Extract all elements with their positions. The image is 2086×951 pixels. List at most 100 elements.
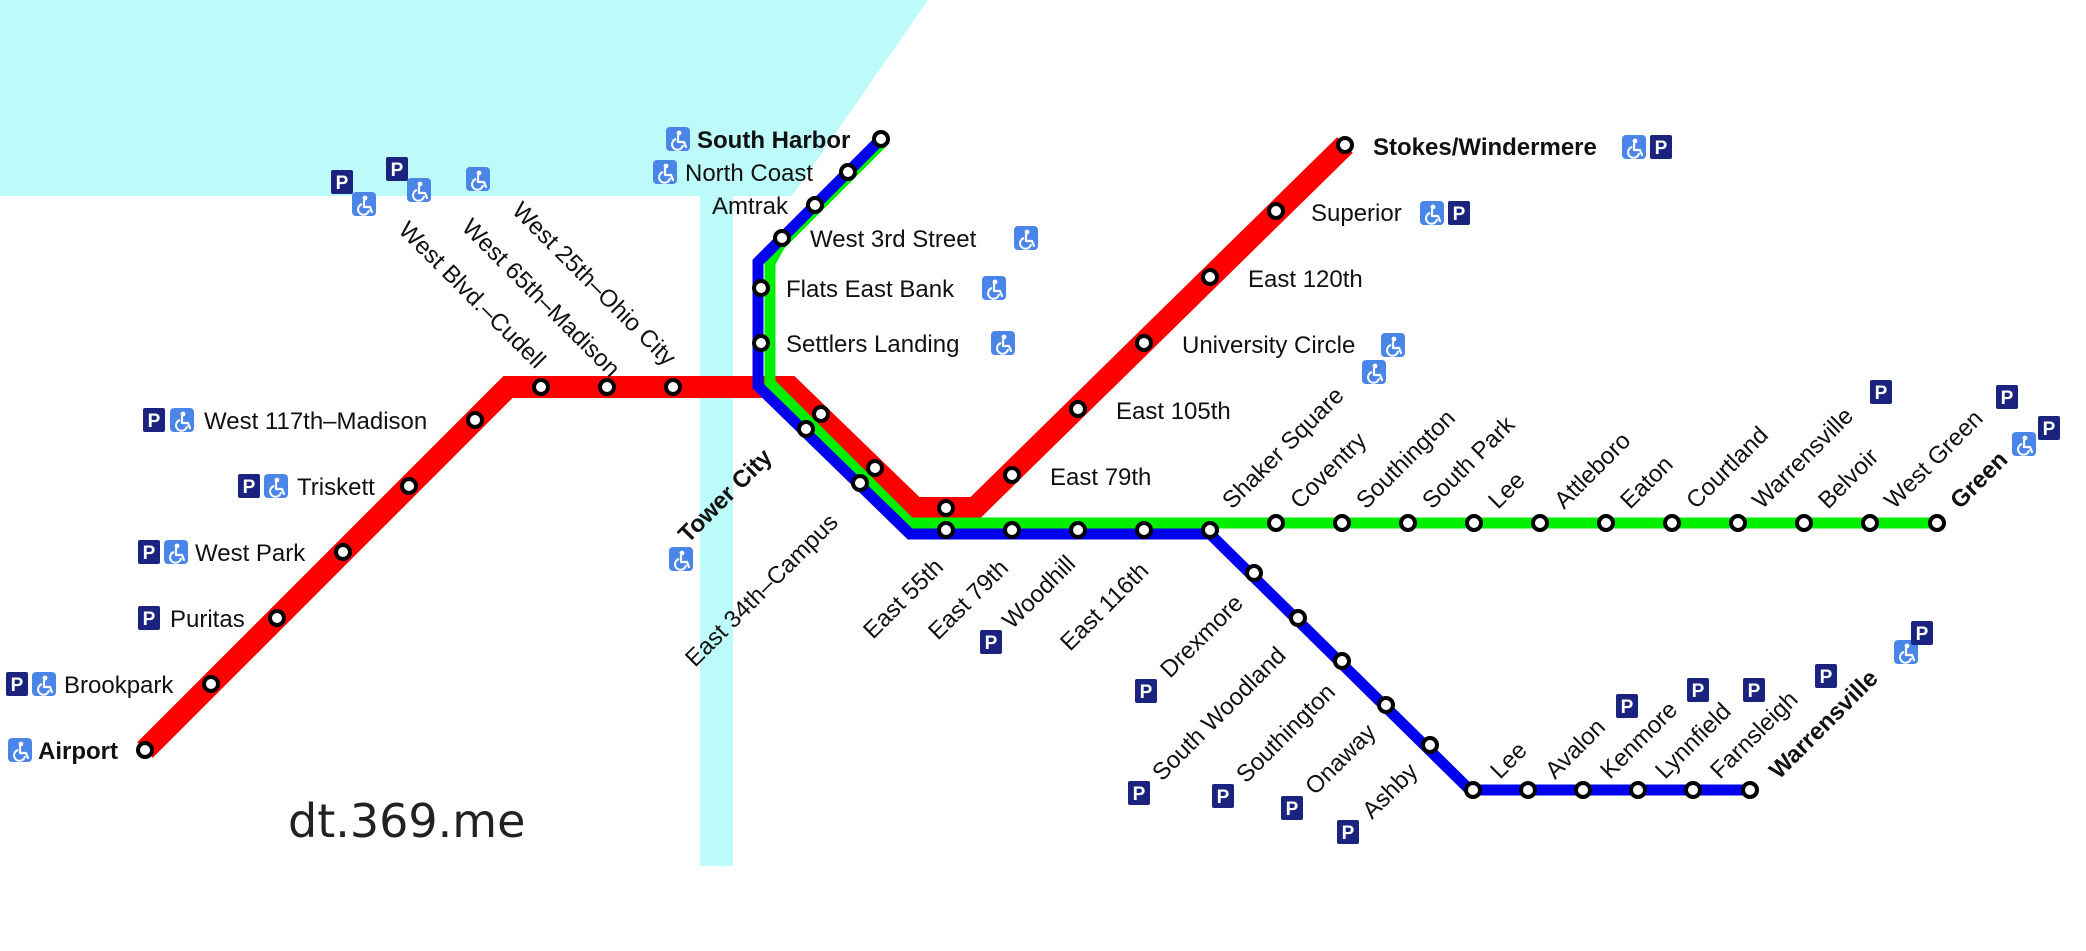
parking-icon bbox=[1911, 621, 1933, 645]
station-dot bbox=[1597, 514, 1615, 532]
station-dot bbox=[1135, 521, 1153, 539]
station-label-shaker-square[interactable]: Shaker Square bbox=[1217, 382, 1349, 514]
parking-icon bbox=[1996, 385, 2018, 409]
wheelchair-icon bbox=[1620, 133, 1648, 161]
station-dot bbox=[334, 543, 352, 561]
wheelchair-icon bbox=[1418, 199, 1446, 227]
station-dot bbox=[466, 411, 484, 429]
station-dot bbox=[866, 459, 884, 477]
wheelchair-icon bbox=[162, 538, 190, 566]
station-dot bbox=[1629, 781, 1647, 799]
station-dot bbox=[1574, 781, 1592, 799]
station-label-flats-east-bank[interactable]: Flats East Bank bbox=[786, 276, 955, 303]
parking-icon bbox=[1687, 678, 1709, 702]
station-dot bbox=[1267, 202, 1285, 220]
parking-icon bbox=[138, 540, 160, 564]
station-dot bbox=[1201, 268, 1219, 286]
station-label-woodhill[interactable]: Woodhill bbox=[997, 550, 1081, 634]
wheelchair-icon bbox=[6, 736, 34, 764]
station-dot bbox=[1135, 334, 1153, 352]
station-dot bbox=[1245, 564, 1263, 582]
station-dot bbox=[806, 196, 824, 214]
parking-icon bbox=[143, 408, 165, 432]
red-line bbox=[137, 137, 1353, 758]
station-label-east-79th-red[interactable]: East 79th bbox=[1050, 464, 1151, 491]
station-label-amtrak[interactable]: Amtrak bbox=[712, 193, 789, 220]
parking-icon bbox=[1135, 679, 1157, 703]
parking-icon bbox=[1650, 135, 1672, 159]
station-dot bbox=[839, 163, 857, 181]
station-dot bbox=[1795, 514, 1813, 532]
station-dot bbox=[1399, 514, 1417, 532]
station-dot bbox=[400, 477, 418, 495]
station-dot bbox=[773, 229, 791, 247]
station-dot bbox=[136, 741, 154, 759]
station-label-university-circle[interactable]: University Circle bbox=[1182, 332, 1355, 359]
parking-icon bbox=[238, 474, 260, 498]
parking-icon bbox=[331, 170, 353, 194]
wheelchair-icon bbox=[2010, 430, 2038, 458]
parking-icon bbox=[980, 630, 1002, 654]
station-dot bbox=[752, 279, 770, 297]
parking-icon bbox=[1616, 694, 1638, 718]
station-dot bbox=[532, 378, 550, 396]
station-label-drexmore[interactable]: Drexmore bbox=[1155, 590, 1249, 684]
station-label-stokes[interactable]: Stokes/Windermere bbox=[1373, 134, 1597, 161]
station-markers bbox=[136, 130, 1946, 799]
station-label-triskett[interactable]: Triskett bbox=[297, 474, 375, 501]
station-dot bbox=[1201, 521, 1219, 539]
station-label-superior[interactable]: Superior bbox=[1311, 200, 1402, 227]
station-dot bbox=[1333, 514, 1351, 532]
station-dot bbox=[1336, 136, 1354, 154]
station-dot bbox=[202, 675, 220, 693]
station-label-west-park[interactable]: West Park bbox=[195, 540, 306, 567]
wheelchair-icon bbox=[651, 158, 679, 186]
station-label-eaton[interactable]: Eaton bbox=[1615, 451, 1678, 514]
station-dot bbox=[937, 499, 955, 517]
station-label-avalon[interactable]: Avalon bbox=[1540, 714, 1611, 785]
station-dot bbox=[1861, 514, 1879, 532]
parking-icon bbox=[1212, 784, 1234, 808]
station-label-onaway[interactable]: Onaway bbox=[1300, 719, 1381, 800]
station-dot bbox=[1003, 466, 1021, 484]
station-label-west-117th[interactable]: West 117th–Madison bbox=[204, 408, 427, 435]
wheelchair-icon bbox=[262, 472, 290, 500]
station-label-lee-green[interactable]: Lee bbox=[1483, 467, 1530, 514]
station-label-brookpark[interactable]: Brookpark bbox=[64, 672, 174, 699]
station-label-east-105th[interactable]: East 105th bbox=[1116, 398, 1231, 425]
station-label-north-coast[interactable]: North Coast bbox=[685, 160, 813, 187]
wheelchair-icon bbox=[1360, 358, 1388, 386]
station-dot bbox=[1421, 736, 1439, 754]
station-label-puritas[interactable]: Puritas bbox=[170, 606, 245, 633]
station-dot bbox=[1531, 514, 1549, 532]
station-dot bbox=[598, 378, 616, 396]
station-label-east-120th[interactable]: East 120th bbox=[1248, 266, 1363, 293]
parking-icon bbox=[1743, 678, 1765, 702]
watermark: dt.369.me bbox=[288, 794, 525, 848]
station-dot bbox=[1928, 514, 1946, 532]
station-label-lee-blue[interactable]: Lee bbox=[1485, 737, 1532, 784]
wheelchair-icon bbox=[464, 165, 492, 193]
parking-icon bbox=[1337, 820, 1359, 844]
parking-icon bbox=[138, 606, 160, 630]
station-dot bbox=[664, 378, 682, 396]
station-label-ashby[interactable]: Ashby bbox=[1357, 758, 1423, 824]
station-dot bbox=[851, 474, 869, 492]
station-dot bbox=[752, 334, 770, 352]
station-dot bbox=[872, 130, 890, 148]
wheelchair-icon bbox=[989, 329, 1017, 357]
wheelchair-icon bbox=[30, 670, 58, 698]
station-dot bbox=[937, 521, 955, 539]
wheelchair-icon bbox=[405, 176, 433, 204]
station-dot bbox=[1729, 514, 1747, 532]
wheelchair-icon bbox=[667, 545, 695, 573]
wheelchair-icon bbox=[1012, 224, 1040, 252]
station-label-south-harbor[interactable]: South Harbor bbox=[697, 127, 850, 154]
station-dot bbox=[1267, 514, 1285, 532]
station-label-settlers-landing[interactable]: Settlers Landing bbox=[786, 331, 959, 358]
station-label-airport[interactable]: Airport bbox=[38, 738, 118, 765]
station-dot bbox=[1069, 521, 1087, 539]
station-dot bbox=[268, 609, 286, 627]
station-dot bbox=[797, 420, 815, 438]
station-label-west-3rd[interactable]: West 3rd Street bbox=[810, 226, 977, 253]
